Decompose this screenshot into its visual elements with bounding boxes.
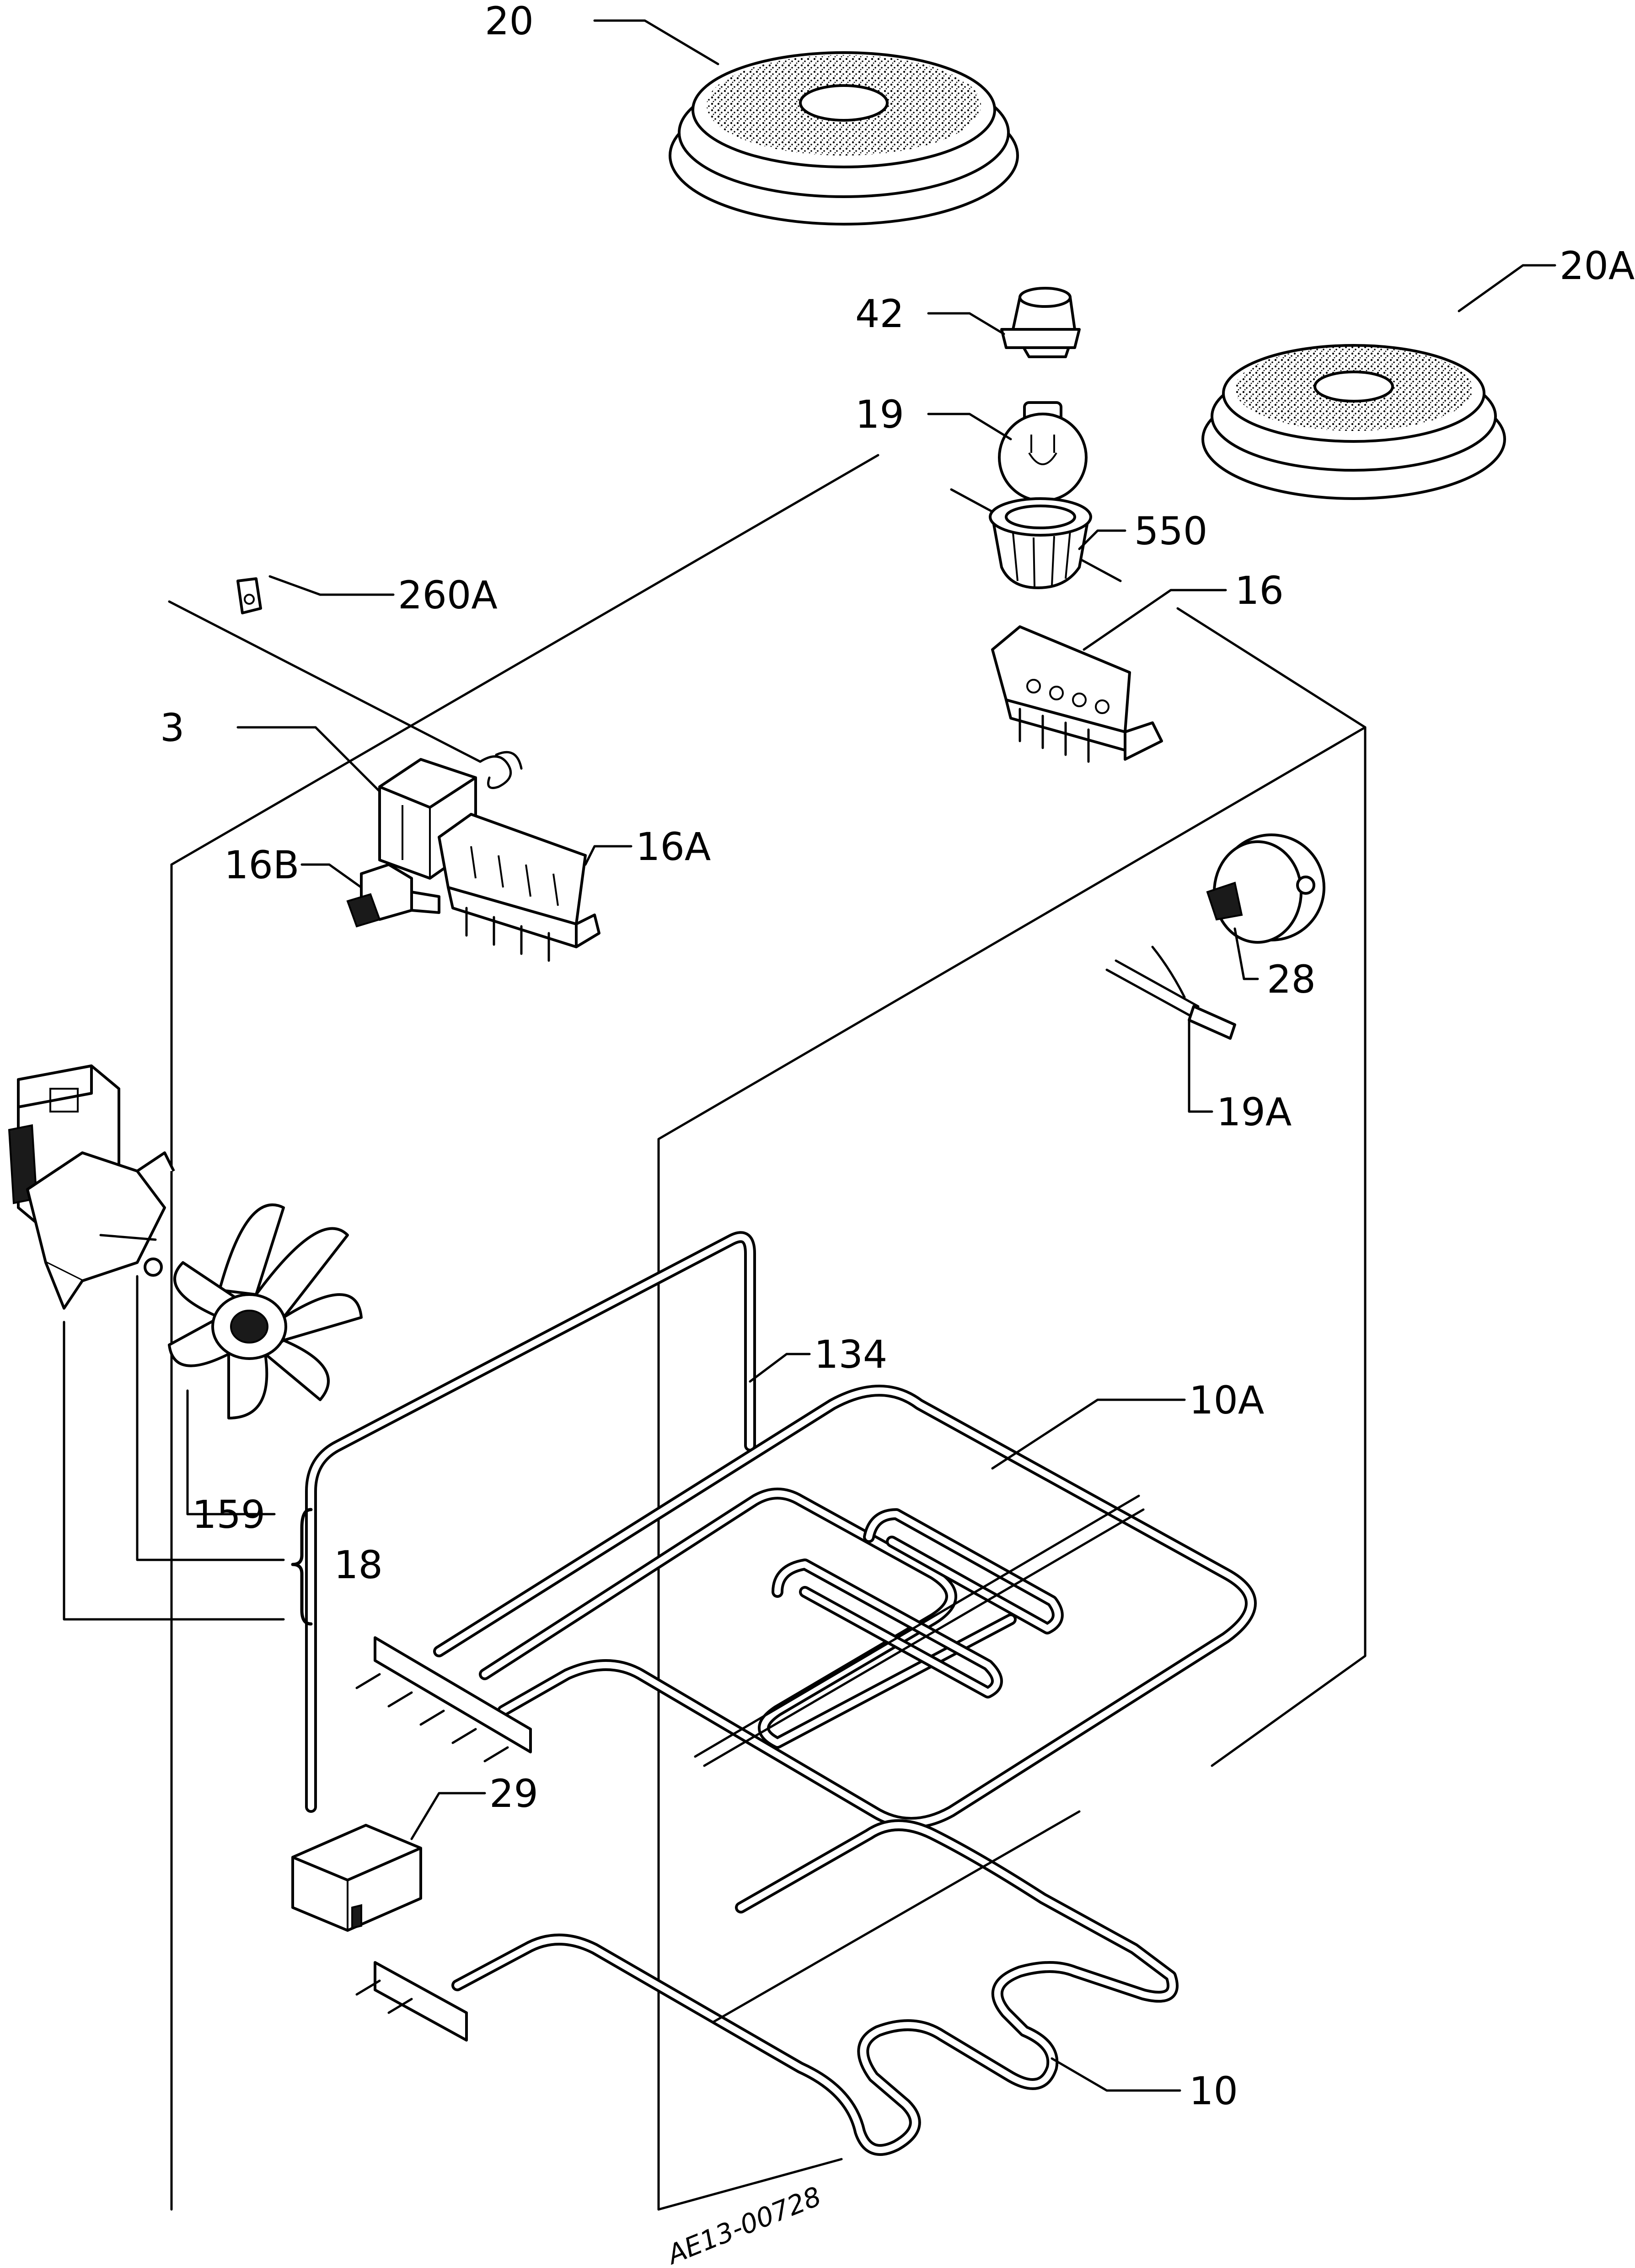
grill-element-icon: [355, 1385, 1257, 1829]
thermostat-bulb-clip-icon: [236, 577, 262, 614]
callout-18: 18: [334, 1542, 383, 1587]
timer-motor-icon: [1206, 833, 1325, 944]
callout-29: 29: [489, 1771, 538, 1816]
callout-159: 159: [192, 1492, 265, 1537]
hotplate-small-icon: [1201, 344, 1506, 500]
callout-20a: 20A: [1560, 243, 1635, 288]
callout-labels: 20 20A 42 19 550 16 260A 3 16B 16A 28 19…: [160, 0, 1635, 2268]
pilot-lamp-icon: [1105, 946, 1236, 1040]
callout-10a: 10A: [1189, 1378, 1264, 1423]
callout-134: 134: [814, 1332, 887, 1377]
callout-260a: 260A: [398, 573, 498, 618]
fan-heating-element-icon: [305, 1231, 756, 1813]
callout-42: 42: [855, 291, 904, 336]
callout-16a: 16A: [636, 824, 711, 869]
fan-motor-assembly-icon: [8, 1064, 175, 1310]
callout-16b: 16B: [224, 843, 300, 887]
push-switch-icon: [346, 863, 440, 928]
cabinet-outline: [170, 454, 1367, 2211]
selector-switch-icon: [991, 625, 1163, 763]
callout-19: 19: [855, 392, 904, 437]
callout-28: 28: [1267, 957, 1316, 1002]
energy-regulator-icon: [438, 813, 600, 962]
fan-blade-icon: [168, 1203, 363, 1419]
callout-10: 10: [1189, 2069, 1238, 2113]
drawing-code: AE13-00728: [661, 2181, 826, 2268]
lamp-cover-icon: [989, 497, 1092, 589]
callout-20: 20: [485, 0, 534, 43]
callout-19a: 19A: [1217, 1090, 1292, 1134]
lamp-holder-icon: [1000, 287, 1081, 358]
callout-550: 550: [1134, 509, 1207, 554]
hotplate-large-icon: [669, 51, 1019, 226]
oven-lamp-bulb-icon: [998, 401, 1088, 502]
leader-lines: [63, 19, 1556, 2092]
bottom-heating-element-icon: [355, 1810, 1179, 2156]
terminal-block-icon: [291, 1824, 422, 1932]
callout-16: 16: [1235, 568, 1284, 613]
callout-3: 3: [160, 705, 184, 750]
thermostat-capillary-icon: [168, 600, 523, 789]
